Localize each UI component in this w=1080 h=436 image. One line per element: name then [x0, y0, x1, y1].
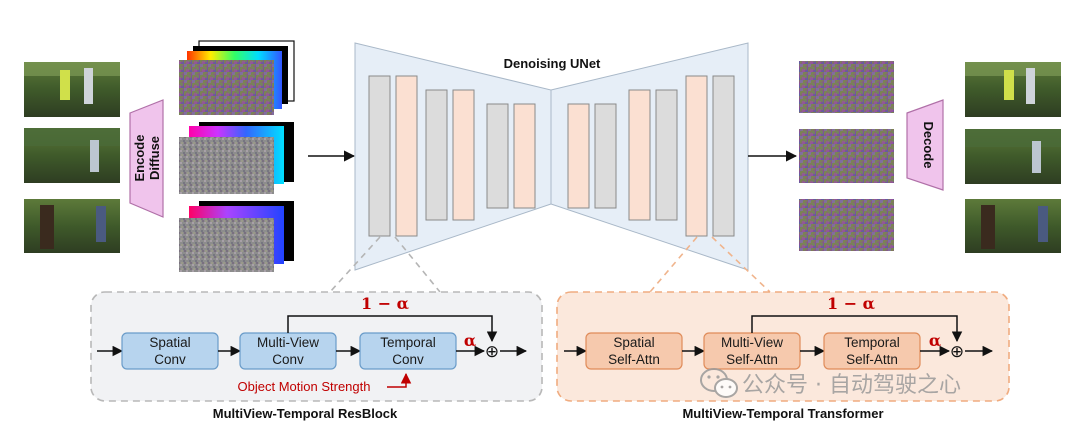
unet-channel-l6 [513, 103, 536, 209]
spatial-self-attn-line2: Self-Attn [608, 352, 660, 367]
denoised-latent-2 [799, 129, 894, 183]
resblock-alpha-label: α [464, 331, 476, 350]
output-frame-3 [965, 199, 1061, 253]
transformer-skip-label: 1 − α [827, 294, 875, 313]
unet-channel-r1 [567, 103, 590, 209]
unet-channel-l2 [395, 75, 418, 237]
unet-channel-r6 [712, 75, 735, 237]
object-motion-strength-label: Object Motion Strength [238, 379, 371, 394]
output-frames [965, 62, 1061, 253]
transformer-caption: MultiView-Temporal Transformer [682, 406, 883, 421]
zoom-line-right-a [649, 236, 698, 293]
unet-channel-r5 [685, 75, 708, 237]
resblock-panel: Spatial Conv Multi-View Conv Temporal Co… [90, 291, 543, 402]
zoom-line-left-a [329, 236, 381, 293]
resblock-skip-connection [287, 315, 498, 343]
transformer-panel: Spatial Self-Attn Multi-View Self-Attn T… [556, 291, 1010, 402]
spatial-conv-line2: Conv [154, 352, 186, 367]
encoder-label-line1: Encode [132, 135, 147, 182]
denoised-latent-1 [799, 61, 894, 113]
zoom-line-right-b [711, 236, 771, 293]
latent-stack-2 [179, 122, 294, 194]
temporal-conv-line2: Conv [392, 352, 424, 367]
spatial-self-attn-line1: Spatial [613, 335, 654, 350]
input-frame-2 [24, 128, 120, 183]
multiview-conv-line2: Conv [272, 352, 304, 367]
temporal-conv-line1: Temporal [380, 335, 436, 350]
resblock-skip-label: 1 − α [361, 294, 409, 313]
wechat-icon [700, 368, 738, 398]
input-frame-3 [24, 199, 120, 253]
latent-stack-1 [179, 40, 295, 115]
multiview-self-attn-line1: Multi-View [721, 335, 783, 350]
encoder-block: Encode Diffuse [129, 99, 164, 218]
transformer-sum-icon: ⊕ [950, 342, 964, 362]
spatial-conv-line1: Spatial [149, 335, 190, 350]
watermark: 公众号 · 自动驾驶之心 [700, 368, 961, 398]
unet-channel-l1 [368, 75, 391, 237]
noise-latent-stacks [179, 40, 295, 272]
input-frames [24, 62, 120, 253]
denoised-latents [799, 61, 894, 251]
unet-channel-l4 [452, 89, 475, 221]
denoised-latent-3 [799, 199, 894, 251]
latent-stack-3 [179, 201, 294, 272]
output-frame-1 [965, 62, 1061, 117]
resblock-caption: MultiView-Temporal ResBlock [213, 406, 398, 421]
output-frame-2 [965, 129, 1061, 184]
transformer-skip-connection [751, 315, 963, 343]
unet-channel-r4 [655, 89, 678, 221]
temporal-self-attn-line2: Self-Attn [846, 352, 898, 367]
unet-channel-r2 [594, 103, 617, 209]
multiview-conv-line1: Multi-View [257, 335, 319, 350]
resblock-sum-icon: ⊕ [485, 342, 499, 362]
denoising-unet: Denoising UNet [354, 42, 749, 271]
unet-title: Denoising UNet [504, 56, 601, 71]
transformer-alpha-label: α [929, 331, 941, 350]
input-frame-1 [24, 62, 120, 117]
unet-channel-l3 [425, 89, 448, 221]
unet-channel-r3 [628, 89, 651, 221]
zoom-line-left-b [394, 236, 441, 293]
unet-channel-l5 [486, 103, 509, 209]
decoder-block: Decode [906, 99, 944, 191]
watermark-text: 公众号 · 自动驾驶之心 [742, 373, 961, 398]
motion-strength-arrow [387, 372, 412, 388]
decoder-label: Decode [921, 122, 936, 169]
encoder-label-line2: Diffuse [147, 136, 162, 180]
temporal-self-attn-line1: Temporal [844, 335, 900, 350]
multiview-self-attn-line2: Self-Attn [726, 352, 778, 367]
